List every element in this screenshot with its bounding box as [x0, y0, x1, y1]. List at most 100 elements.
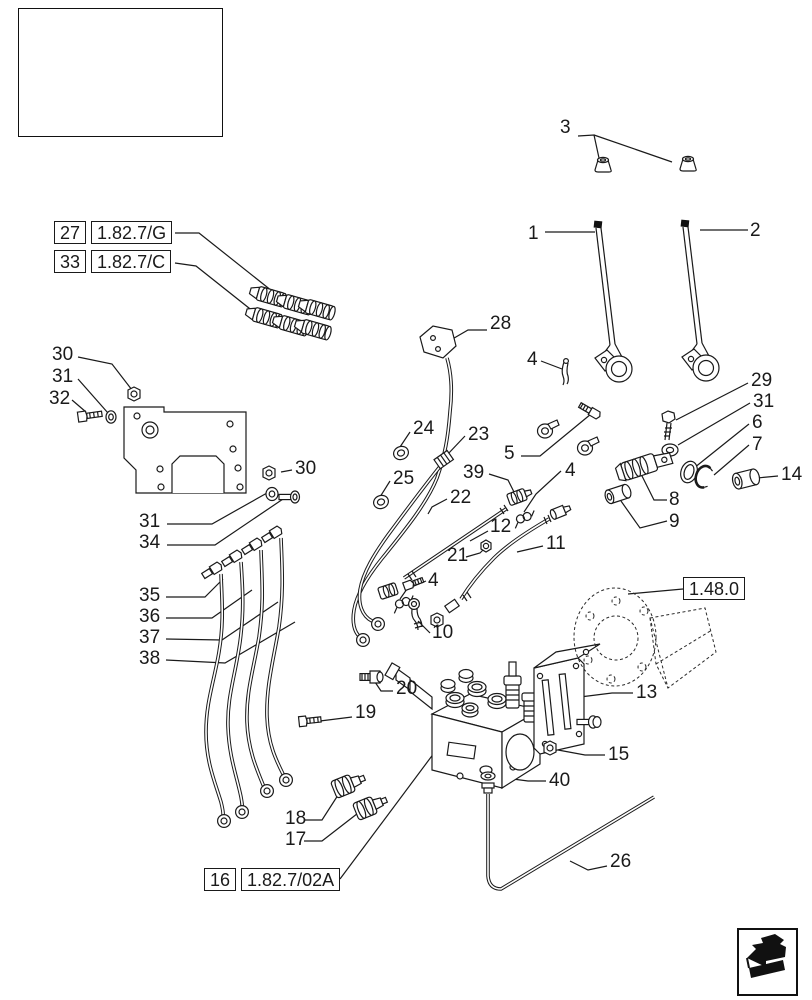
part-drain-pipe-26 [480, 771, 655, 891]
callout-17: 17 [285, 829, 307, 850]
ref-link-1480: 1.48.0 [683, 577, 746, 600]
callout-36: 36 [139, 606, 161, 627]
part-axle-housing-ghost [573, 587, 717, 689]
callout-2: 2 [750, 220, 761, 241]
part-clamps-5 [536, 401, 601, 456]
callout-30a: 30 [52, 344, 74, 365]
callout-31b: 31 [52, 366, 74, 387]
part-bolt-29 [661, 410, 676, 441]
part-washer-31c [265, 486, 279, 502]
ref-num-16: 16 [204, 868, 237, 891]
callout-20: 20 [396, 678, 418, 699]
callout-4b: 4 [565, 460, 576, 481]
callout-3: 3 [560, 117, 571, 138]
callout-12: 12 [490, 516, 512, 537]
callout-5: 5 [504, 443, 515, 464]
ref-code-1827G[interactable]: 1.82.7/G [91, 221, 173, 244]
callout-4a: 4 [527, 349, 538, 370]
part-pipe-11 [443, 504, 572, 614]
ref-code-1480[interactable]: 1.48.0 [683, 577, 746, 600]
callout-10: 10 [432, 622, 454, 643]
part-bolt-34 [278, 490, 301, 504]
callout-6: 6 [752, 412, 763, 433]
part-bolt-32 [76, 410, 103, 423]
ref-code-182702A[interactable]: 1.82.7/02A [241, 868, 341, 891]
callout-37: 37 [139, 627, 161, 648]
callout-9: 9 [669, 511, 680, 532]
ref-code-1827C[interactable]: 1.82.7/C [91, 250, 172, 273]
page-nav-box[interactable] [737, 928, 798, 996]
part-spool-8 [614, 452, 674, 482]
callout-40: 40 [549, 770, 571, 791]
callout-31a: 31 [753, 391, 775, 412]
callout-38: 38 [139, 648, 161, 669]
part-fitting-20 [359, 670, 384, 684]
part-nut-21 [480, 539, 492, 553]
part-nut-15 [543, 740, 557, 756]
folded-arrow-left-icon [746, 934, 786, 978]
callout-34: 34 [139, 532, 161, 553]
part-grommet-24 [393, 445, 409, 461]
callout-29: 29 [751, 370, 773, 391]
callout-15: 15 [608, 744, 630, 765]
callout-39: 39 [463, 462, 485, 483]
callout-31c: 31 [139, 511, 161, 532]
ref-link-1827G: 27 1.82.7/G [54, 221, 173, 244]
part-lever-2 [680, 218, 720, 382]
callout-19: 19 [355, 702, 377, 723]
part-oring-6 [680, 460, 698, 484]
callout-7: 7 [752, 434, 763, 455]
part-control-valve [384, 661, 542, 790]
callout-8: 8 [669, 489, 680, 510]
callout-22: 22 [450, 487, 472, 508]
callout-18: 18 [285, 808, 307, 829]
part-caps-3 [594, 155, 697, 173]
part-cotter-pin-4 [561, 358, 569, 386]
callout-23: 23 [468, 424, 490, 445]
part-grommet-25 [373, 494, 389, 510]
ref-num-27: 27 [54, 221, 87, 244]
callout-32: 32 [49, 388, 71, 409]
callout-1: 1 [528, 223, 539, 244]
part-bolt-19 [297, 715, 322, 728]
part-bushing-9 [604, 483, 632, 505]
callout-30b: 30 [295, 458, 317, 479]
part-fitting-group-4c [377, 576, 425, 614]
part-quick-coupler-17 [352, 796, 389, 821]
leader-lines [71, 134, 779, 880]
part-fitting-39 [506, 488, 533, 506]
part-nut-10 [430, 612, 444, 628]
part-bracket-13 [533, 643, 601, 755]
part-banjo-bolt-10 [408, 597, 423, 631]
part-bushing-14 [731, 468, 761, 490]
callout-26: 26 [610, 851, 632, 872]
part-coupler-cluster [243, 286, 338, 342]
part-washer-31b [105, 410, 117, 424]
callout-13: 13 [636, 682, 658, 703]
callout-11: 11 [546, 533, 566, 554]
part-bolt-15 [576, 715, 602, 729]
part-spring-clamp-4b [514, 510, 535, 529]
part-nut-30a [127, 386, 141, 402]
part-pipe-12 [402, 504, 509, 581]
part-pipe-23 [357, 449, 455, 631]
ref-num-33: 33 [54, 250, 87, 273]
callout-21: 21 [447, 545, 469, 566]
callout-24: 24 [413, 418, 435, 439]
part-bracket-28 [351, 325, 457, 647]
ref-link-1827C: 33 1.82.7/C [54, 250, 172, 273]
callout-4c: 4 [428, 570, 439, 591]
ref-link-182702A: 16 1.82.7/02A [204, 868, 341, 891]
part-pipes-35-38 [200, 524, 294, 828]
callout-35: 35 [139, 585, 161, 606]
part-snap-ring-7 [694, 464, 713, 489]
callout-25: 25 [393, 468, 415, 489]
part-mount-plate [123, 406, 247, 494]
part-nut-30b [262, 465, 276, 481]
callout-28: 28 [490, 313, 512, 334]
tractor-thumbnail [18, 8, 223, 137]
callout-14: 14 [781, 464, 803, 485]
part-lever [593, 220, 633, 383]
